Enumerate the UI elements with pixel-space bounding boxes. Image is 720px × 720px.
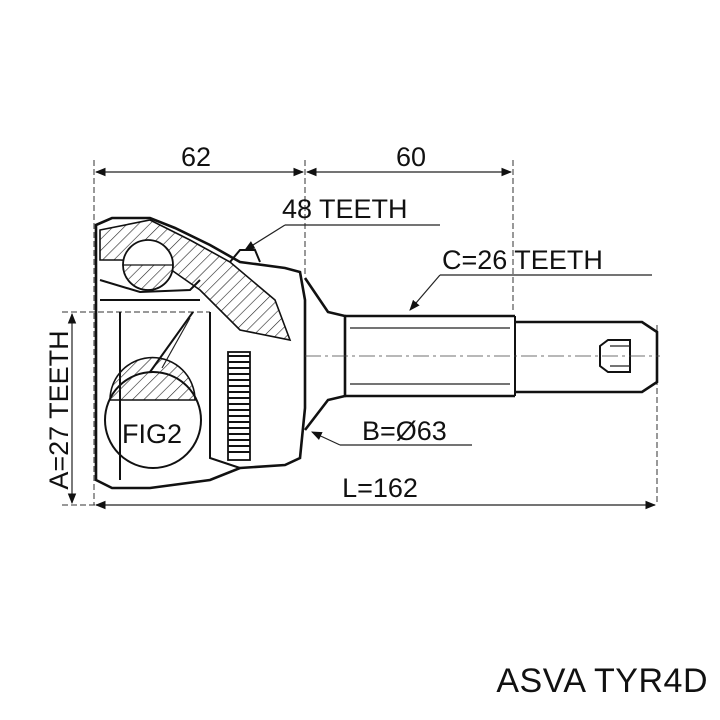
teeth-outer-label: 48 TEETH — [282, 194, 408, 224]
brand-name: ASVA — [496, 662, 585, 700]
leader-lines — [161, 224, 652, 446]
lower-ball — [109, 356, 196, 401]
upper-ball — [122, 239, 174, 291]
length-label: L=162 — [342, 473, 418, 503]
figure-ref-label: FIG2 — [122, 419, 182, 449]
figure-callout — [104, 311, 202, 469]
diameter-label: B=Ø63 — [362, 416, 447, 446]
teeth-shaft-label: C=26 TEETH — [442, 245, 603, 275]
dim-left-label: 62 — [181, 142, 211, 172]
product-caption: ASVA TYR4D — [496, 662, 708, 701]
teeth-inner-label: A=27 TEETH — [44, 330, 74, 489]
dim-right-label: 60 — [396, 142, 426, 172]
part-number: TYR4D — [594, 662, 708, 700]
figure-circle — [104, 371, 202, 469]
abs-ring — [227, 351, 251, 461]
stub-shaft — [303, 277, 660, 431]
